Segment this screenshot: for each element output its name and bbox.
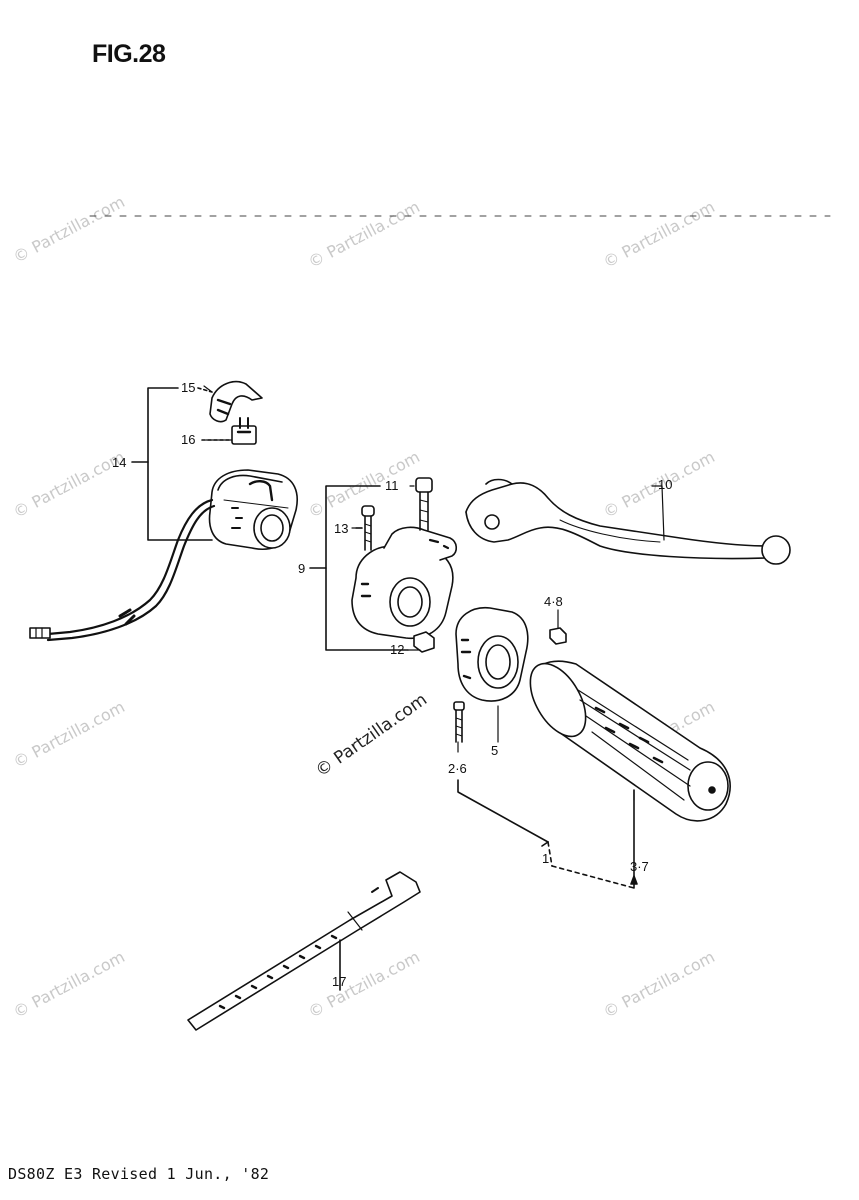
screw-2-6 bbox=[453, 701, 465, 743]
callout-11: 11 bbox=[385, 478, 399, 493]
leader-lines bbox=[203, 385, 665, 801]
callout-3-7: 3·7 bbox=[630, 859, 649, 874]
strap-17 bbox=[187, 871, 421, 1031]
bolt-11 bbox=[415, 477, 433, 531]
throttle-housing bbox=[455, 607, 529, 702]
bracket-1 bbox=[457, 779, 638, 889]
callout-15: 15 bbox=[181, 380, 196, 395]
callout-2-6: 2·6 bbox=[448, 761, 467, 776]
figure-footer: DS80Z E3 Revised 1 Jun., '82 bbox=[8, 1165, 270, 1183]
callout-5: 5 bbox=[491, 743, 499, 758]
part-16 bbox=[231, 417, 257, 445]
lever-holder bbox=[351, 526, 458, 639]
screw-13 bbox=[361, 505, 375, 551]
switch-cable bbox=[29, 498, 216, 642]
callout-9: 9 bbox=[298, 561, 306, 576]
callout-10: 10 bbox=[658, 477, 673, 492]
callout-12: 12 bbox=[390, 642, 405, 657]
callout-4-8: 4·8 bbox=[544, 594, 563, 609]
switch-housing bbox=[208, 469, 298, 550]
callout-16: 16 bbox=[181, 432, 196, 447]
lever-10 bbox=[465, 478, 791, 565]
callout-14: 14 bbox=[112, 455, 127, 470]
callout-17: 17 bbox=[332, 974, 347, 989]
clamp-15 bbox=[209, 380, 263, 423]
figure-title: FIG.28 bbox=[92, 40, 166, 68]
nut-12 bbox=[413, 631, 435, 653]
callout-13: 13 bbox=[334, 521, 349, 536]
throttle-grip bbox=[529, 660, 731, 822]
part-4-8 bbox=[549, 627, 567, 645]
callout-1: 1 bbox=[542, 851, 550, 866]
